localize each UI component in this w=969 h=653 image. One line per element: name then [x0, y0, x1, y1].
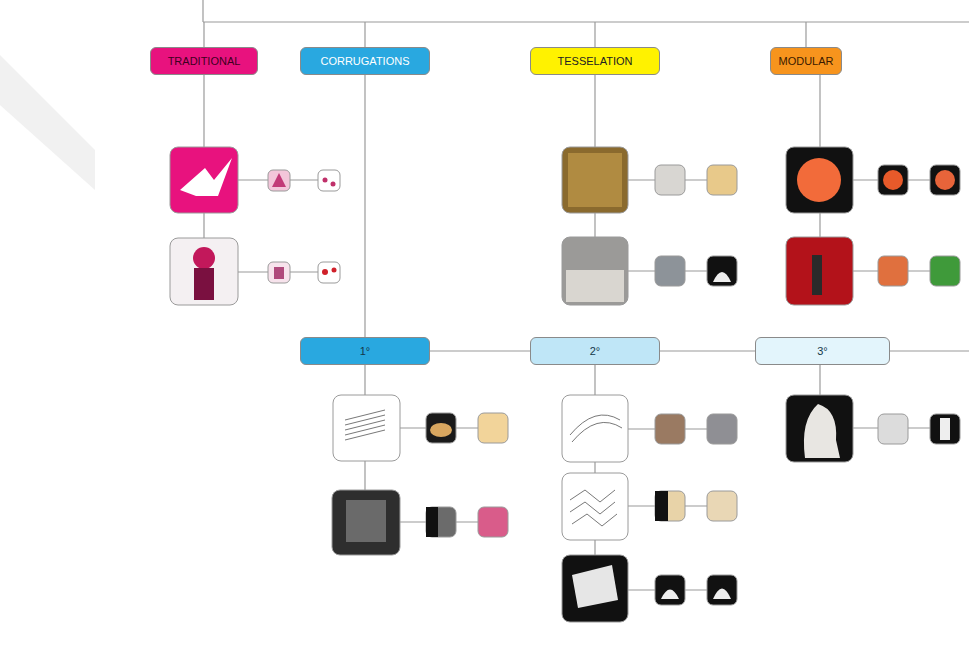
photo-thumbnail	[426, 507, 456, 537]
category-box: CORRUGATIONS	[300, 47, 430, 75]
photo-detail	[935, 170, 955, 190]
photo-detail	[272, 173, 286, 187]
photo-thumbnail	[332, 490, 400, 555]
tree-line	[203, 21, 969, 22]
photo-thumbnail	[707, 575, 737, 605]
photo-detail	[713, 272, 731, 282]
tree-connector	[364, 75, 365, 337]
photo-thumbnail	[426, 413, 456, 443]
photo-thumbnail	[655, 575, 685, 605]
photo-thumbnail	[878, 414, 908, 444]
background-shape	[0, 55, 95, 190]
photo-thumbnail	[170, 238, 238, 305]
photo-detail	[713, 589, 731, 600]
category-box: MODULAR	[770, 47, 842, 75]
photo-thumbnail	[170, 147, 238, 213]
sketch-thumbnail	[562, 473, 628, 540]
box-label: TESSELATION	[558, 55, 633, 67]
photo-thumbnail	[707, 414, 737, 444]
tree-connector	[430, 350, 530, 351]
photo-detail	[331, 182, 336, 187]
photo-thumbnail	[930, 256, 960, 286]
tree-line	[594, 22, 595, 47]
photo-detail	[323, 178, 328, 183]
photo-thumbnail	[655, 165, 685, 195]
photo-thumbnail	[930, 414, 960, 444]
photo-thumbnail	[707, 256, 737, 286]
photo-detail	[332, 268, 337, 273]
tree-line	[805, 22, 806, 47]
photo-thumbnail	[562, 147, 628, 213]
photo-thumbnail	[786, 147, 853, 213]
sketch-lines	[345, 410, 385, 440]
sketch-thumbnail	[333, 395, 400, 461]
photo-detail	[940, 418, 950, 440]
photo-detail	[426, 507, 438, 537]
photo-detail	[193, 247, 215, 269]
photo-detail	[572, 565, 618, 608]
photo-thumbnail	[268, 262, 290, 283]
photo-thumbnail	[655, 256, 685, 286]
photo-thumbnail	[786, 237, 853, 305]
photo-detail	[346, 500, 386, 542]
tree-connector	[660, 350, 755, 351]
box-label: CORRUGATIONS	[320, 55, 409, 67]
crane-figure	[180, 158, 232, 196]
photo-detail	[274, 267, 284, 279]
photo-thumbnail	[562, 237, 628, 305]
photo-detail	[566, 270, 624, 302]
sketch-thumbnail	[562, 395, 628, 462]
photo-thumbnail	[655, 414, 685, 444]
photo-thumbnail	[478, 507, 508, 537]
category-box: TRADITIONAL	[150, 47, 258, 75]
photo-detail	[655, 491, 668, 521]
box-label: 3°	[817, 345, 828, 357]
box-label: 1°	[360, 345, 371, 357]
photo-detail	[812, 255, 822, 295]
photo-detail	[661, 590, 679, 600]
photo-thumbnail	[878, 165, 908, 195]
photo-thumbnail	[786, 395, 853, 462]
sketch-lines	[570, 415, 622, 442]
photo-detail	[194, 268, 214, 300]
tree-line	[364, 22, 365, 47]
photo-thumbnail	[562, 555, 628, 622]
tree-line	[890, 350, 969, 351]
photo-detail	[322, 269, 328, 275]
category-box: 1°	[300, 337, 430, 365]
box-label: MODULAR	[778, 55, 833, 67]
sketch-lines	[570, 490, 617, 526]
photo-thumbnail	[655, 491, 685, 521]
box-label: TRADITIONAL	[168, 55, 241, 67]
photo-thumbnail	[318, 262, 340, 283]
photo-detail	[797, 158, 841, 202]
photo-thumbnail	[707, 165, 737, 195]
photo-detail	[430, 423, 452, 437]
photo-detail	[883, 170, 903, 190]
photo-detail	[804, 404, 840, 458]
category-box: 2°	[530, 337, 660, 365]
category-box: 3°	[755, 337, 890, 365]
tree-line	[203, 22, 204, 47]
category-box: TESSELATION	[530, 47, 660, 75]
photo-thumbnail	[878, 256, 908, 286]
photo-thumbnail	[268, 170, 290, 191]
photo-thumbnail	[930, 165, 960, 195]
photo-thumbnail	[478, 413, 508, 443]
box-label: 2°	[590, 345, 601, 357]
tree-line	[202, 0, 203, 22]
photo-thumbnail	[318, 170, 340, 191]
photo-thumbnail	[707, 491, 737, 521]
photo-detail	[568, 153, 622, 207]
